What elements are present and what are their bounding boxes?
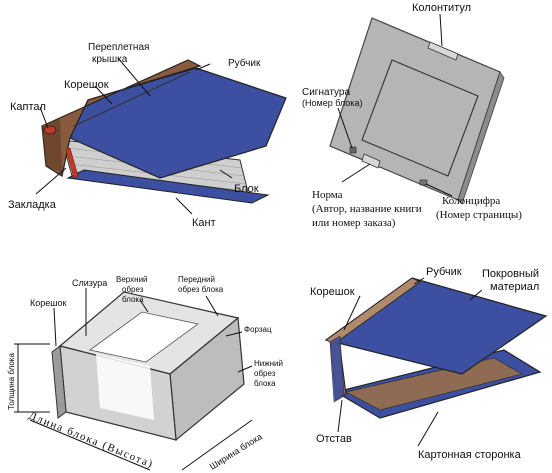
- label-nizh-2: обрез: [254, 369, 276, 378]
- label-tolshchina: Толщина блока: [7, 353, 16, 410]
- book-hinge-line: [73, 71, 191, 127]
- label-nizh-3: блока: [254, 379, 276, 388]
- label-pokrovny-1: Покровный: [482, 268, 539, 280]
- label-koreshok-4: Корешок: [310, 286, 355, 298]
- label-signatura-1: Сигнатура: [302, 87, 350, 98]
- label-koreshok-1: Корешок: [64, 79, 109, 91]
- label-shirina: Ширина блока: [208, 431, 264, 471]
- panel-signature-page: Колонтитул Сигнатура (Номер блока) Норма…: [302, 2, 522, 229]
- book-headband: [43, 125, 57, 135]
- label-verkh-1: Верхний: [116, 275, 148, 284]
- label-otstav: Отстав: [316, 433, 352, 445]
- label-kant: Кант: [192, 217, 216, 229]
- label-norma-1: Норма: [312, 189, 343, 201]
- label-nizh-1: Нижний: [254, 359, 283, 368]
- label-signatura-2: (Номер блока): [302, 98, 362, 108]
- page-sheet: [329, 17, 501, 201]
- label-kolontsifra-1: Колонцифра: [442, 195, 500, 207]
- label-koreshok-3: Корешок: [30, 298, 66, 308]
- label-pokrovny-2: материал: [490, 281, 539, 293]
- panel-book-block: Слизура Корешок Верхний обрез блока Пере…: [7, 275, 283, 472]
- book-bottom-board: [66, 169, 270, 204]
- page-sheet-edge: [457, 71, 505, 205]
- book-bookmark-ribbon: [65, 147, 79, 179]
- label-kartonnaya: Картонная сторонка: [418, 449, 522, 461]
- label-verkh-3: блока: [122, 295, 144, 304]
- block-cut-band: [96, 354, 154, 420]
- label-blok: Блок: [234, 183, 259, 195]
- label-norma-2: (Автор, название книги: [312, 203, 422, 215]
- label-norma-3: или номер заказа): [312, 217, 396, 229]
- block-spine: [51, 345, 67, 419]
- label-kolontsifra-2: (Номер страницы): [436, 209, 522, 221]
- label-rubchik-1: Рубчик: [228, 57, 261, 69]
- label-slizura: Слизура: [72, 278, 107, 288]
- block-endpaper: [89, 311, 199, 363]
- panel-binding-case: Корешок Рубчик Покровный материал Отстав…: [310, 266, 548, 461]
- label-verkh-2: обрез: [122, 285, 144, 294]
- page-norm-bar: [361, 153, 381, 169]
- label-forzats: Форзац: [244, 325, 272, 334]
- label-kolontitul: Колонтитул: [412, 2, 471, 14]
- label-pereplet-1: Переплетная: [88, 42, 149, 53]
- page-text-area: [361, 59, 479, 177]
- case-cover-band: [329, 335, 345, 403]
- label-pered-1: Передний: [178, 275, 215, 284]
- label-zakladka: Закладка: [8, 199, 57, 211]
- label-kaptal: Каптал: [10, 101, 46, 113]
- label-rubchik-4: Рубчик: [426, 266, 462, 278]
- panel-hardcover-book: Переплетная крышка Рубчик Корешок Каптал…: [8, 42, 287, 229]
- page-header-bar: [427, 41, 459, 61]
- page-number-mark: [419, 179, 428, 186]
- label-pered-2: обрез блока: [178, 285, 224, 294]
- page-signature-mark: [349, 146, 357, 154]
- label-pereplet-2: крышка: [92, 54, 128, 65]
